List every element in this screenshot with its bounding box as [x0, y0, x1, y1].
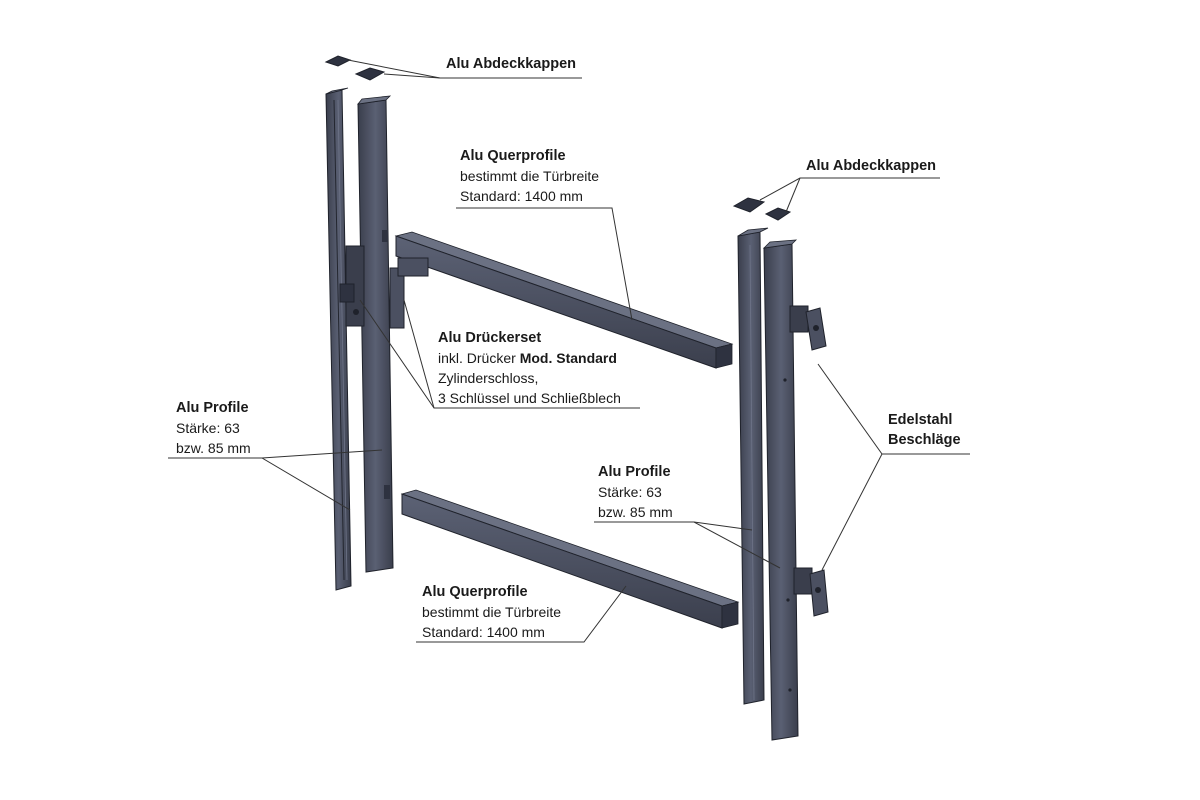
label-handle-set: Alu Drückerset inkl. Drücker Mod. Standa… — [438, 328, 621, 408]
cross-top-line2: Standard: 1400 mm — [460, 188, 583, 204]
cross-top-line1: bestimmt die Türbreite — [460, 168, 600, 184]
caps-right — [732, 197, 792, 221]
lower-hinge — [793, 567, 829, 617]
label-hinges: Edelstahl Beschläge — [888, 410, 961, 450]
cross-top-title: Alu Querprofile — [460, 148, 566, 164]
strike-plate — [389, 267, 405, 329]
cross-bottom-line1: bestimmt die Türbreite — [422, 604, 562, 620]
left-post-inner-top — [357, 95, 392, 105]
profiles-left-line2: bzw. 85 mm — [176, 440, 251, 456]
label-cross-top: Alu Querprofile bestimmt die Türbreite S… — [460, 146, 599, 206]
label-caps-right: Alu Abdeckkappen — [806, 156, 936, 176]
profiles-right-line2: bzw. 85 mm — [598, 504, 673, 520]
leader-lines — [168, 59, 970, 643]
handle-set-line1-prefix: inkl. Drücker — [438, 350, 520, 366]
top-crossbar — [394, 231, 734, 369]
left-post-outer-top — [325, 87, 349, 95]
caps-left — [324, 55, 386, 81]
handle-set-line2: Zylinderschloss, — [438, 370, 539, 386]
label-profiles-left: Alu Profile Stärke: 63 bzw. 85 mm — [176, 398, 251, 458]
profiles-right-line1: Stärke: 63 — [598, 484, 662, 500]
lock-handle — [339, 283, 355, 303]
handle-set-line1: inkl. Drücker Mod. Standard — [438, 348, 621, 368]
right-profile-group — [737, 227, 829, 741]
bottom-crossbar — [400, 489, 740, 629]
handle-set-model: Mod. Standard — [519, 350, 617, 366]
label-profiles-right: Alu Profile Stärke: 63 bzw. 85 mm — [598, 462, 673, 522]
handle-set-line3: 3 Schlüssel und Schließblech — [438, 390, 621, 406]
hinges-title-line1: Edelstahl — [888, 412, 953, 428]
label-caps-left: Alu Abdeckkappen — [446, 54, 576, 74]
left-post-inner — [357, 99, 394, 573]
profiles-left-line1: Stärke: 63 — [176, 420, 240, 436]
cross-bottom-title: Alu Querprofile — [422, 584, 528, 600]
upper-hinge — [789, 305, 827, 351]
left-profile-group — [325, 87, 405, 591]
caps-right-title: Alu Abdeckkappen — [806, 158, 936, 174]
right-post-outer — [737, 231, 765, 705]
label-cross-bottom: Alu Querprofile bestimmt die Türbreite S… — [422, 582, 561, 642]
handle-set-title: Alu Drückerset — [438, 330, 542, 346]
profiles-right-title: Alu Profile — [598, 464, 671, 480]
profiles-left-title: Alu Profile — [176, 400, 249, 416]
hinges-title-line2: Beschläge — [888, 432, 961, 448]
cross-bottom-line2: Standard: 1400 mm — [422, 624, 545, 640]
caps-left-title: Alu Abdeckkappen — [446, 56, 576, 72]
